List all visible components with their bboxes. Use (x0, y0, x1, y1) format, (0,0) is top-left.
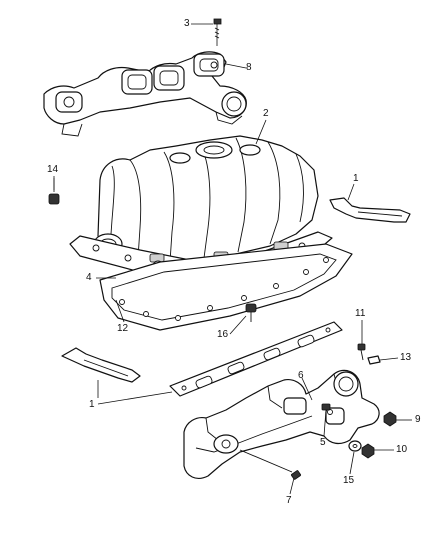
callout-9: 9 (415, 414, 421, 425)
bolt-7 (239, 449, 302, 480)
callout-5: 5 (320, 437, 326, 448)
heat-shield-lower-left (61, 347, 141, 383)
callout-15: 15 (343, 475, 355, 486)
intake-gasket-tray (99, 243, 353, 331)
callout-3: 3 (184, 18, 190, 29)
callout-6: 6 (298, 370, 304, 381)
callout-4: 4 (86, 272, 92, 283)
callout-1-lower: 1 (89, 399, 95, 410)
leader-lines (53, 23, 412, 495)
callout-2: 2 (263, 108, 269, 119)
callout-14: 14 (47, 164, 59, 175)
callout-1-upper: 1 (353, 173, 359, 184)
nut-9 (383, 411, 397, 427)
bolt-3 (213, 18, 222, 46)
nut-10 (361, 443, 375, 459)
callout-13: 13 (400, 352, 412, 363)
exhaust-manifold-upper (43, 51, 247, 137)
callout-16: 16 (217, 329, 229, 340)
stud-6 (321, 403, 331, 411)
callout-8: 8 (246, 62, 252, 73)
callout-12: 12 (117, 323, 129, 334)
callout-7: 7 (286, 495, 292, 506)
exhaust-manifold-lower (183, 369, 380, 479)
washer-15 (348, 440, 362, 452)
callout-11: 11 (355, 308, 366, 319)
clip-13 (367, 355, 381, 365)
heat-shield-bracket-upper (329, 197, 411, 223)
bolt-11 (357, 343, 366, 361)
callout-10: 10 (396, 444, 408, 455)
exhaust-gasket-long (169, 321, 343, 397)
bolt-16 (245, 303, 257, 322)
